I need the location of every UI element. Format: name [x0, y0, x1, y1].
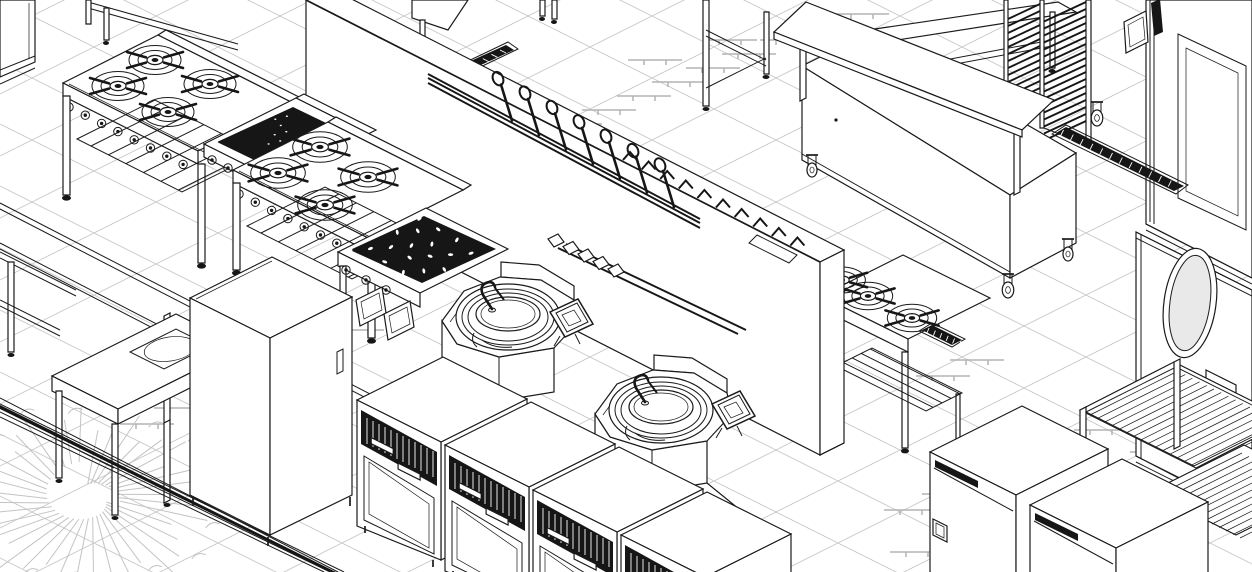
door-top-right — [1123, 0, 1252, 285]
char-grill — [336, 207, 510, 331]
rear-cookline-trivets — [622, 150, 806, 247]
work-table-1 — [539, 0, 558, 24]
work-table-2 — [702, 0, 770, 111]
gas-range-2 — [231, 116, 473, 344]
tall-cabinet — [188, 256, 354, 546]
wok-control-panel-1 — [548, 298, 595, 347]
shelving-rack — [1078, 358, 1252, 572]
service-trolley — [772, 1, 1078, 299]
floor-drain-grate-mid — [917, 322, 967, 348]
corner-box — [0, 0, 36, 85]
back-table-t0 — [85, 0, 239, 51]
fridge-right-pair — [928, 405, 1210, 572]
drain-channel — [0, 397, 345, 572]
wall-rail-shelf — [547, 233, 747, 335]
utensil-rail — [427, 70, 701, 229]
fryer-controls — [355, 286, 415, 341]
fridge-row — [355, 356, 793, 572]
floor-drain-grate-right — [1050, 124, 1189, 195]
